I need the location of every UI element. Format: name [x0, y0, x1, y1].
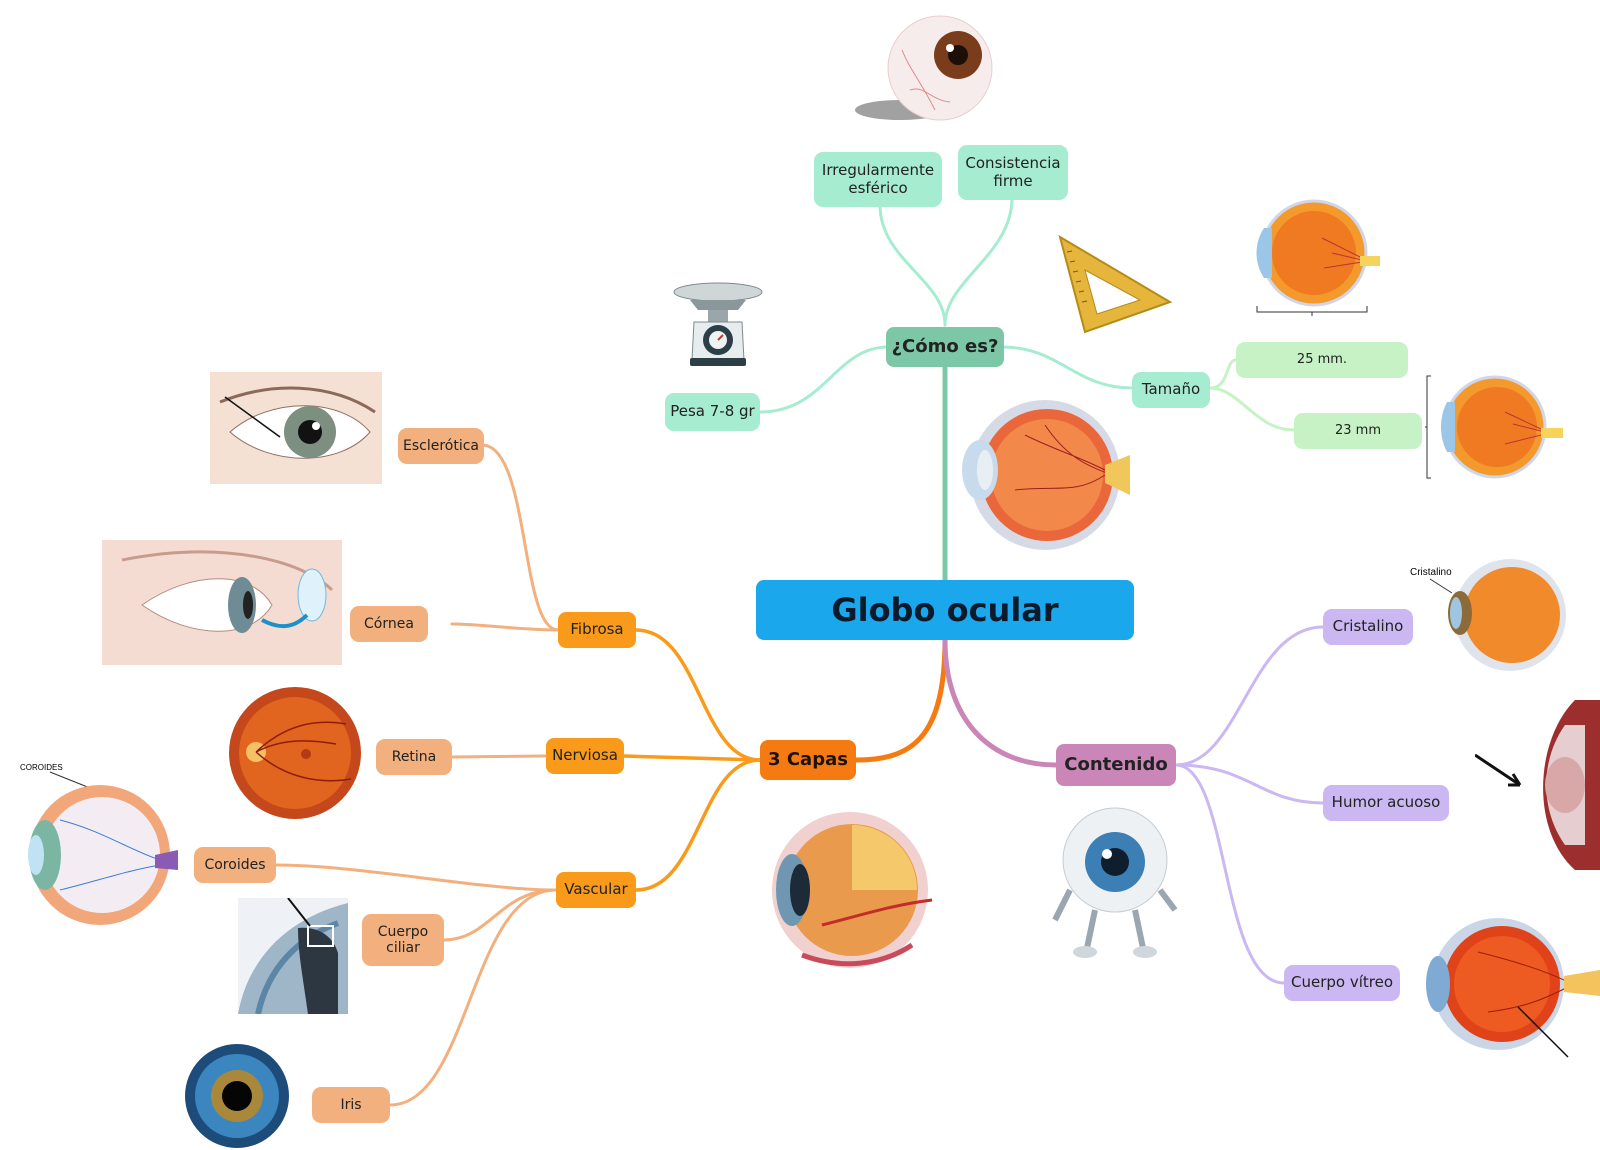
eye-anatomy-cutaway-icon [962, 400, 1130, 550]
branch-contenido[interactable]: Contenido [1056, 744, 1176, 786]
node-fibrosa[interactable]: Fibrosa [558, 612, 636, 648]
node-humor-acuoso[interactable]: Humor acuoso [1323, 785, 1449, 821]
kitchen-scale-icon [673, 282, 763, 366]
link-como-irregular [878, 203, 947, 327]
link-root-contenido [942, 637, 1059, 768]
link-como-tamano [1000, 345, 1134, 390]
link-capas-vascular [634, 758, 762, 892]
root-node[interactable]: Globo ocular [756, 580, 1134, 640]
link-vascular-coroides [274, 863, 558, 892]
link-como-consistencia [943, 196, 1014, 327]
link-contenido-vitreo [1174, 763, 1286, 985]
branch-3-capas[interactable]: 3 Capas [760, 740, 856, 780]
eye-photo-icon [210, 372, 382, 484]
link-capas-fibrosa [634, 628, 762, 762]
node-size-23[interactable]: 23 mm [1294, 413, 1422, 449]
link-nerviosa-retina [450, 754, 548, 759]
node-nerviosa[interactable]: Nerviosa [546, 738, 624, 774]
retina-fundus-icon [229, 687, 361, 819]
link-tamano-23 [1208, 386, 1296, 432]
coroides-diagram-label: COROIDES [20, 763, 63, 772]
link-fibrosa-esclerotica [480, 443, 560, 632]
link-root-capas [853, 637, 948, 763]
node-cuerpo-vitreo[interactable]: Cuerpo vítreo [1284, 965, 1400, 1001]
choroid-diagram-icon: COROIDES [20, 763, 178, 925]
aqueous-humor-icon [1475, 700, 1600, 870]
node-vascular[interactable]: Vascular [556, 872, 636, 908]
link-tamano-25 [1208, 358, 1238, 390]
link-contenido-humor [1174, 763, 1325, 805]
eyeball-mascot-icon [1052, 807, 1178, 958]
branch-como-es[interactable]: ¿Cómo es? [886, 327, 1004, 367]
eye-cross-section-icon [1425, 375, 1563, 479]
node-iris[interactable]: Iris [312, 1087, 390, 1123]
node-cristalino[interactable]: Cristalino [1323, 609, 1413, 645]
iris-icon [185, 1044, 289, 1148]
node-esclerotica[interactable]: Esclerótica [398, 428, 484, 464]
node-cuerpo-ciliar[interactable]: Cuerpo ciliar [362, 914, 444, 966]
link-contenido-cristalino [1174, 625, 1325, 767]
node-consistencia[interactable]: Consistencia firme [958, 145, 1068, 200]
node-tamano[interactable]: Tamaño [1132, 372, 1210, 408]
lens-diagram-icon: Cristalino [1410, 559, 1566, 671]
link-vascular-iris [388, 888, 558, 1107]
vitreous-body-icon [1426, 918, 1600, 1058]
eye-cross-section-icon [1256, 199, 1380, 316]
link-capas-nerviosa [622, 754, 762, 762]
eyeball-3d-icon [855, 15, 993, 121]
ciliary-body-icon [238, 898, 348, 1014]
node-irregular[interactable]: Irregularmente esférico [814, 152, 942, 207]
set-square-icon [1058, 234, 1173, 334]
node-coroides[interactable]: Coroides [194, 847, 276, 883]
node-cornea[interactable]: Córnea [350, 606, 428, 642]
link-fibrosa-cornea [450, 622, 560, 632]
node-pesa[interactable]: Pesa 7-8 gr [665, 393, 760, 431]
eye-profile-contact-lens-icon [102, 540, 342, 665]
link-como-pesa [758, 345, 890, 414]
node-size-25[interactable]: 25 mm. [1236, 342, 1408, 378]
eye-anatomy-cutaway-icon [772, 812, 933, 968]
node-retina[interactable]: Retina [376, 739, 452, 775]
cristalino-diagram-label: Cristalino [1410, 567, 1452, 578]
